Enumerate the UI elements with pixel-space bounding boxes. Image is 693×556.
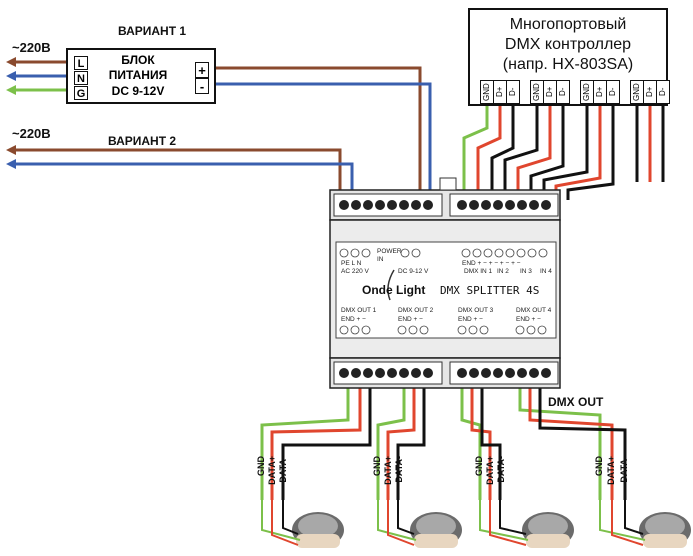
- controller-pin: GND: [480, 80, 494, 104]
- controller-line-1: Многопортовый: [509, 16, 627, 33]
- psu-line-1: БЛОК: [121, 53, 155, 67]
- dmx-out-2-label: DMX OUT 2: [398, 307, 434, 314]
- fixture-pigtails: [261, 500, 646, 546]
- controller-pin: D+: [543, 80, 557, 104]
- variant-2-voltage: ~220В: [12, 126, 51, 141]
- controller-pin: D-: [656, 80, 670, 104]
- variant-2-title: ВАРИАНТ 2: [108, 134, 177, 148]
- dmx-out-4-label: DMX OUT 4: [516, 307, 552, 314]
- dc-label: DC 9-12 V: [398, 268, 429, 275]
- wire-label-data-plus: DATA+: [485, 456, 495, 485]
- dmx-out-3-label: DMX OUT 3: [458, 307, 494, 314]
- dmx-in-2-label: IN 2: [497, 268, 509, 275]
- controller-pin: GND: [580, 80, 594, 104]
- brand-logo: Onde Light: [362, 283, 426, 297]
- splitter-model: DMX SPLITTER 4S: [440, 284, 540, 297]
- controller-pin: D+: [643, 80, 657, 104]
- lamp-1: [292, 512, 344, 548]
- controller-pin: D-: [556, 80, 570, 104]
- controller-pin: GND: [530, 80, 544, 104]
- ac-label: AC 220 V: [341, 268, 369, 275]
- variant-1-title: ВАРИАНТ 1: [118, 24, 187, 38]
- in-pins-label: END + − + − + − + −: [462, 260, 521, 267]
- controller-pin: D-: [506, 80, 520, 104]
- out-4-pins: END + −: [516, 316, 541, 323]
- top-screw-terminals: [339, 200, 551, 210]
- wire-label-data-minus: DATA-: [496, 456, 506, 483]
- terminal-minus: -: [195, 78, 209, 94]
- wire-label-gnd: GND: [256, 456, 266, 476]
- fixture-lamps: [292, 512, 691, 548]
- dmx-output-wires: [260, 380, 627, 500]
- psu-output-wires: [210, 66, 432, 200]
- wire-label-data-minus: DATA-: [619, 456, 629, 483]
- psu-line-3: DC 9-12V: [111, 84, 165, 98]
- power-in-label: POWER IN: [377, 248, 402, 263]
- lamp-2: [410, 512, 462, 548]
- terminal-l: L: [74, 56, 88, 70]
- out-1-pins: END + −: [341, 316, 366, 323]
- logo-swoosh: [387, 269, 395, 301]
- wire-label-data-minus: DATA-: [394, 456, 404, 483]
- wire-label-gnd: GND: [594, 456, 604, 476]
- lamp-4: [639, 512, 691, 548]
- wire-label-data-plus: DATA+: [267, 456, 277, 485]
- lamp-3: [522, 512, 574, 548]
- controller-pin: D+: [493, 80, 507, 104]
- terminal-g: G: [74, 86, 88, 100]
- dmx-in-3-label: IN 3: [520, 268, 532, 275]
- psu-line-2: ПИТАНИЯ: [108, 68, 168, 82]
- terminal-plus: +: [195, 62, 209, 78]
- wire-label-data-plus: DATA+: [383, 456, 393, 485]
- dmx-in-1-label: DMX IN 1: [464, 268, 493, 275]
- controller-line-2: DMX контроллер: [504, 36, 632, 53]
- variant-1-voltage: ~220В: [12, 40, 51, 55]
- wire-label-data-plus: DATA+: [606, 456, 616, 485]
- controller-pin: D+: [593, 80, 607, 104]
- out-2-pins: END + −: [398, 316, 423, 323]
- wire-label-gnd: GND: [474, 456, 484, 476]
- dmx-in-4-label: IN 4: [540, 268, 552, 275]
- terminal-n: N: [74, 71, 88, 85]
- power-supply-box: БЛОК ПИТАНИЯ DC 9-12V L N G + -: [66, 48, 216, 104]
- out-3-pins: END + −: [458, 316, 483, 323]
- bottom-screw-terminals: [339, 368, 551, 378]
- wire-label-gnd: GND: [372, 456, 382, 476]
- ac-pins-label: PE L N: [341, 260, 362, 267]
- controller-dmx-wires: [462, 104, 665, 200]
- dmx-out-title: DMX OUT: [548, 395, 604, 409]
- dmx-out-1-label: DMX OUT 1: [341, 307, 377, 314]
- controller-pin: D-: [606, 80, 620, 104]
- panel-screws: [339, 248, 548, 335]
- wire-label-data-minus: DATA-: [278, 456, 288, 483]
- controller-line-3: (напр. HX-803SA): [502, 56, 634, 73]
- controller-pin: GND: [630, 80, 644, 104]
- mains-wires-variant-2: [6, 145, 354, 200]
